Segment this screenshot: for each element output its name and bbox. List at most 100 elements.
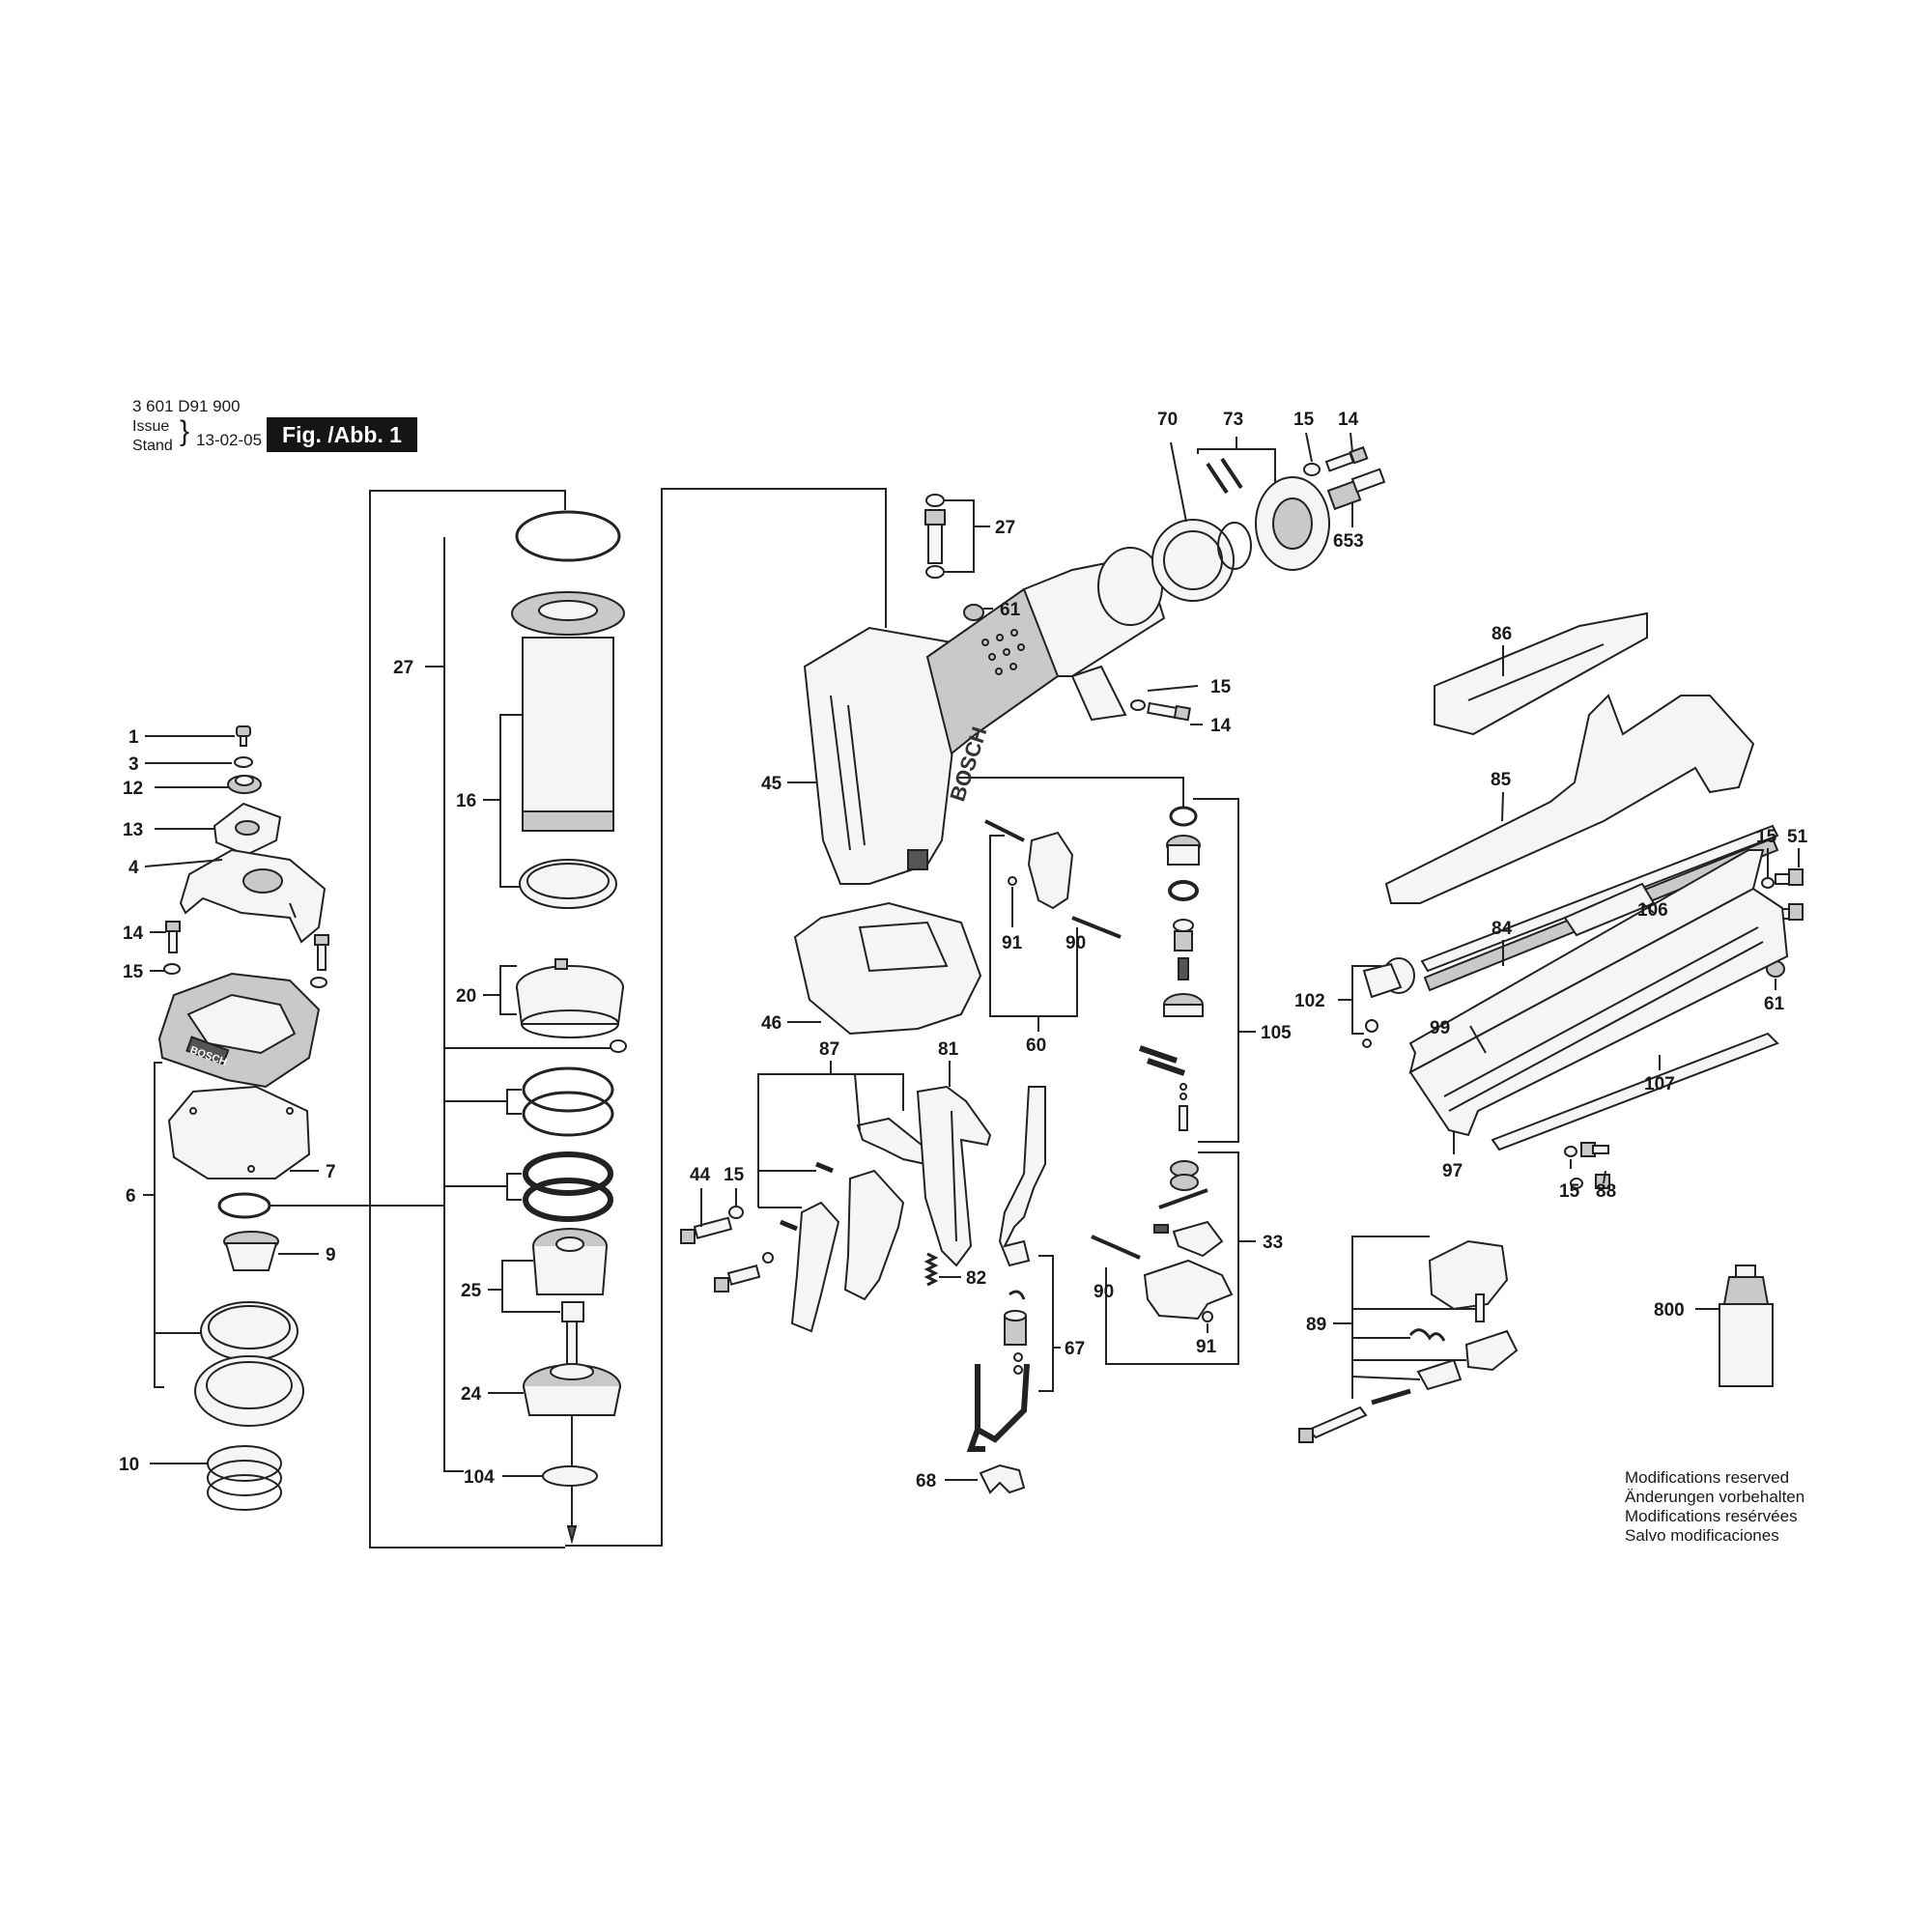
- callout-15-top: 15: [1293, 410, 1315, 430]
- callout-15-mag: 15: [1756, 827, 1777, 847]
- washer-part-15-mid: [728, 1206, 744, 1219]
- callout-3: 3: [128, 754, 139, 775]
- callout-27-left: 27: [393, 658, 413, 678]
- callout-6: 6: [126, 1186, 136, 1207]
- frame-middle: [565, 488, 887, 1547]
- bracket-27-top: [945, 499, 975, 573]
- leader-85: [1501, 791, 1504, 822]
- callout-14-top: 14: [1338, 410, 1359, 430]
- bracket-89: [1351, 1236, 1430, 1399]
- callout-61-mag: 61: [1764, 994, 1785, 1014]
- oring-part-9-seal: [217, 1192, 271, 1219]
- callout-89: 89: [1306, 1315, 1326, 1335]
- callout-70: 70: [1157, 410, 1178, 430]
- grommet-part-12: [227, 775, 262, 794]
- frame-left-outer: [369, 490, 566, 1548]
- figure-label: Fig. /Abb. 1: [267, 417, 417, 452]
- clip-part-102: [1362, 957, 1415, 1048]
- strip-part-107: [1491, 1032, 1779, 1151]
- pins-part-73: [1206, 457, 1252, 570]
- callout-800: 800: [1654, 1300, 1685, 1321]
- cover-part-86: [1434, 611, 1648, 736]
- trigger-part-60: [984, 819, 1122, 939]
- callout-88: 88: [1596, 1181, 1616, 1202]
- valve-stack-part-105: [1139, 806, 1204, 1131]
- bracket-oring-pair-a: [506, 1089, 522, 1115]
- nut-part-61-top: [963, 604, 984, 621]
- leader-70: [1170, 441, 1187, 523]
- callout-27-top: 27: [995, 518, 1015, 538]
- callout-24: 24: [461, 1384, 482, 1405]
- callout-15-mid: 15: [724, 1165, 745, 1185]
- callout-60: 60: [1026, 1036, 1046, 1056]
- bracket-67: [1038, 1255, 1054, 1392]
- callout-13: 13: [123, 820, 143, 840]
- callout-104: 104: [464, 1467, 495, 1488]
- footer-line-fr: Modifications resérvées: [1625, 1507, 1798, 1525]
- callout-67: 67: [1065, 1339, 1085, 1359]
- bracket-16: [499, 714, 523, 888]
- spring-part-82: [923, 1252, 939, 1287]
- clip-part-68: [979, 1463, 1026, 1494]
- callout-99: 99: [1430, 1018, 1450, 1038]
- callout-9: 9: [326, 1245, 336, 1265]
- ring-part-6a: [200, 1301, 298, 1361]
- callout-86: 86: [1492, 624, 1512, 644]
- callout-85: 85: [1491, 770, 1512, 790]
- callout-82: 82: [966, 1268, 986, 1289]
- leader-89-knob: [1351, 1376, 1421, 1380]
- issue-brace: }: [180, 415, 190, 447]
- callout-10: 10: [119, 1455, 139, 1475]
- callout-7: 7: [326, 1162, 336, 1182]
- screw-part-14-top: [1303, 445, 1369, 476]
- bracket-6: [154, 1062, 164, 1388]
- issue-label: Issue: [132, 418, 170, 435]
- washer-part-91-33: [1202, 1311, 1213, 1322]
- callout-97: 97: [1442, 1161, 1463, 1181]
- callout-15-screw: 15: [1559, 1181, 1580, 1202]
- deflector-part-13: [213, 802, 282, 857]
- leader-106: [1641, 902, 1655, 914]
- callout-91-valve: 91: [1196, 1337, 1217, 1357]
- housing-part-45: BOSCH: [803, 547, 1166, 885]
- ring-part-6b: [194, 1355, 304, 1427]
- gasket-part-7: [167, 1085, 311, 1179]
- stand-label: Stand: [132, 438, 173, 454]
- callout-14-bracket: 14: [1210, 716, 1232, 736]
- callout-46: 46: [761, 1013, 781, 1034]
- bracket-25: [501, 1260, 560, 1313]
- oring-pair-b: [523, 1151, 613, 1222]
- callout-102: 102: [1294, 991, 1325, 1011]
- piston-part-25: [532, 1228, 608, 1295]
- callout-87: 87: [819, 1039, 839, 1060]
- oring-small-20: [610, 1039, 627, 1053]
- callout-14-left: 14: [123, 923, 144, 944]
- footer-line-de: Änderungen vorbehalten: [1625, 1488, 1805, 1506]
- callout-91-trigger: 91: [1002, 933, 1023, 953]
- callout-81: 81: [938, 1039, 959, 1060]
- footer-line-en: Modifications reserved: [1625, 1468, 1790, 1487]
- callout-44: 44: [690, 1165, 711, 1185]
- bumper-part-104: [542, 1465, 598, 1545]
- callout-51: 51: [1787, 827, 1808, 847]
- cylinder-part-16: [511, 591, 625, 832]
- grip-part-46: [793, 901, 982, 1036]
- valve-part-27-top: [924, 494, 946, 579]
- adjuster-part-89: [1298, 1239, 1519, 1443]
- leader-87-latch: [854, 1073, 861, 1131]
- cylinder-cap-part-6: BOSCH: [157, 972, 321, 1089]
- spring-part-67: [1004, 1290, 1027, 1375]
- callout-653: 653: [1333, 531, 1364, 552]
- callout-12: 12: [123, 779, 143, 799]
- callout-84: 84: [1492, 919, 1513, 939]
- pin-part-90-33: [1091, 1235, 1141, 1260]
- magazine-part-97: [1408, 849, 1789, 1137]
- footer-line-es: Salvo modificaciones: [1625, 1526, 1779, 1545]
- contact-arm-part-67: [998, 1086, 1046, 1267]
- screw-part-88: [1564, 1142, 1610, 1189]
- spring-part-10: [207, 1445, 282, 1511]
- callout-20: 20: [456, 986, 476, 1007]
- link-part-67: [966, 1363, 1030, 1452]
- part-number: 3 601 D91 900: [132, 397, 241, 415]
